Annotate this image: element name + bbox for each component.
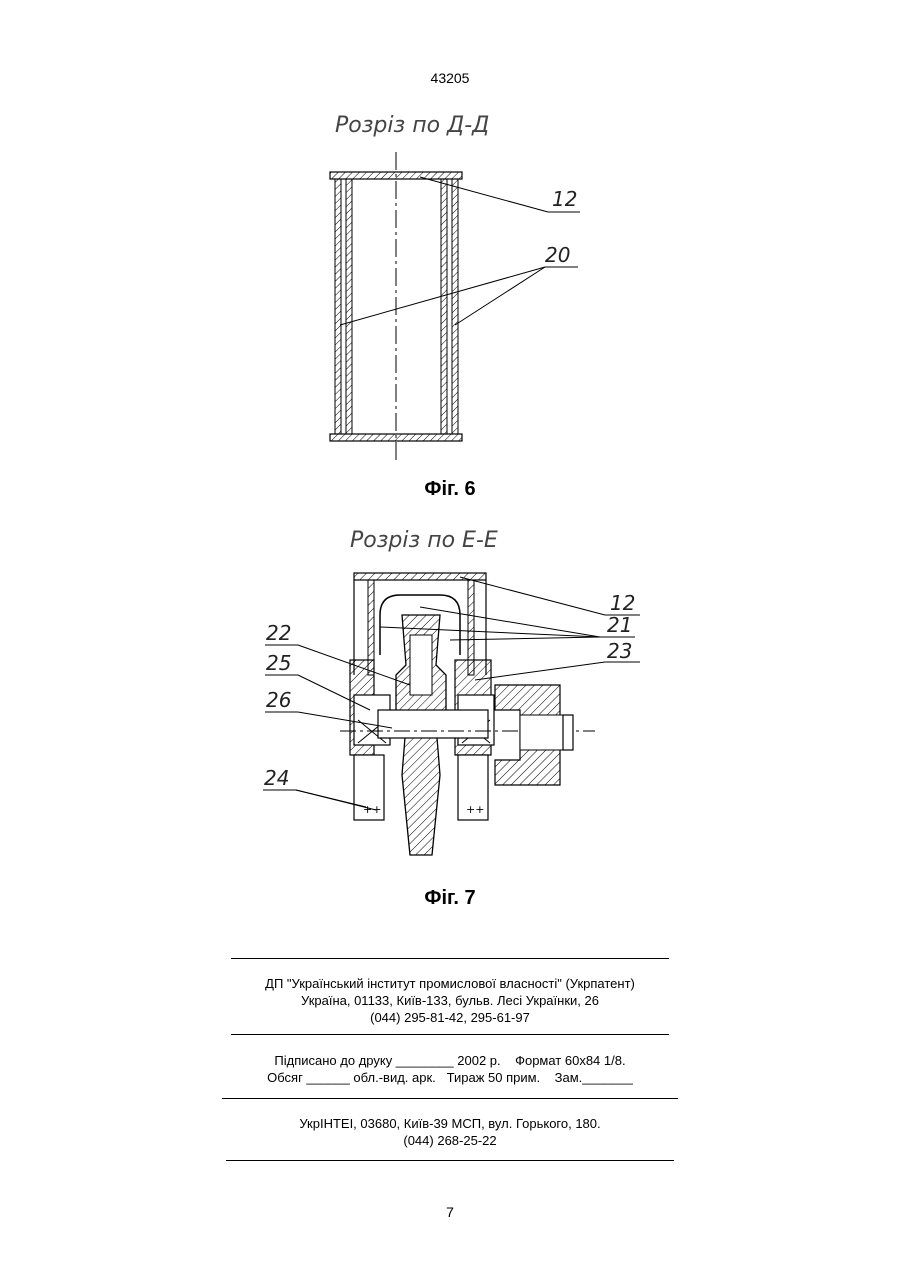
separator-rule: [226, 1160, 674, 1161]
separator-rule: [222, 1098, 678, 1099]
figure-7-drawing: Розріз по Е-Е ++ ++ 12 21 23 22 25: [0, 515, 900, 875]
separator-rule: [231, 958, 669, 959]
fig6-label-20: 20: [545, 243, 570, 267]
printer-block: УкрІНТЕІ, 03680, Київ-39 МСП, вул. Горьк…: [0, 1115, 900, 1149]
figure-6-caption: Фіг. 6: [0, 478, 900, 501]
fig7-label-22: 22: [266, 621, 291, 645]
figure-7-caption: Фіг. 7: [0, 887, 900, 910]
page-footer-number: 7: [0, 1204, 900, 1220]
figure-6-drawing: Розріз по Д-Д 12 20: [0, 100, 900, 470]
fig7-label-23: 23: [607, 639, 632, 663]
fig6-label-12: 12: [552, 187, 577, 211]
fig6-section-title: Розріз по Д-Д: [335, 113, 489, 138]
separator-rule: [231, 1034, 669, 1035]
fig7-label-24: 24: [264, 766, 289, 790]
print-info-block: Підписано до друку ________ 2002 р. Форм…: [0, 1052, 900, 1086]
publisher-line-3: (044) 295-81-42, 295-61-97: [0, 1009, 900, 1026]
print-info-line-1: Підписано до друку ________ 2002 р. Форм…: [0, 1052, 900, 1069]
printer-line-2: (044) 268-25-22: [0, 1132, 900, 1149]
svg-text:++: ++: [466, 803, 484, 816]
publisher-line-1: ДП "Український інститут промислової вла…: [0, 975, 900, 992]
fig7-section-title: Розріз по Е-Е: [350, 528, 498, 553]
print-info-line-2: Обсяг ______ обл.-вид. арк. Тираж 50 при…: [0, 1069, 900, 1086]
publisher-block: ДП "Український інститут промислової вла…: [0, 975, 900, 1026]
fig7-label-12: 12: [610, 591, 635, 615]
fig7-label-26: 26: [266, 688, 291, 712]
printer-line-1: УкрІНТЕІ, 03680, Київ-39 МСП, вул. Горьк…: [0, 1115, 900, 1132]
page-header-number: 43205: [0, 70, 900, 86]
fig7-label-25: 25: [266, 651, 291, 675]
publisher-line-2: Україна, 01133, Київ-133, бульв. Лесі Ук…: [0, 992, 900, 1009]
fig7-label-21: 21: [607, 613, 632, 637]
